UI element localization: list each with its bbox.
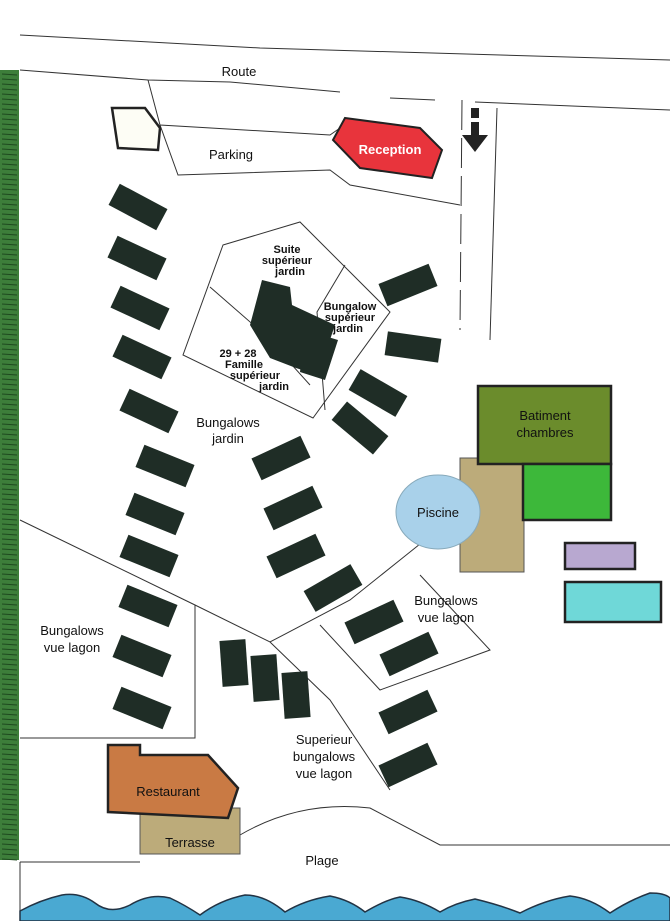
- piscine-label: Piscine: [417, 505, 459, 520]
- bungalow: [378, 263, 438, 307]
- superieur-label: Superieur bungalows vue lagon: [293, 732, 356, 781]
- bungalow: [384, 331, 442, 363]
- svg-text:Suite: Suite: [274, 244, 301, 256]
- route-label: Route: [222, 64, 257, 79]
- svg-text:bungalows: bungalows: [293, 749, 356, 764]
- entrance-arrow-icon: [462, 108, 488, 152]
- svg-text:supérieur: supérieur: [262, 255, 313, 267]
- bungalows-vue-lagon-right-label: Bungalows vue lagon: [414, 593, 478, 625]
- restaurant-label: Restaurant: [136, 784, 200, 799]
- batiment-label: Batiment chambres: [516, 408, 574, 440]
- bungalow: [331, 401, 389, 455]
- bungalow: [378, 742, 438, 788]
- svg-text:jardin: jardin: [258, 381, 289, 393]
- suite-bungalow-cluster: [250, 280, 338, 380]
- svg-text:Bungalows: Bungalows: [40, 623, 104, 638]
- batiment-chambres-building: [476, 384, 613, 466]
- svg-text:Bungalows: Bungalows: [196, 415, 260, 430]
- bungalow: [219, 639, 249, 687]
- bungalow: [119, 534, 179, 578]
- bungalow: [348, 369, 408, 417]
- reception-label: Reception: [359, 142, 422, 157]
- bungalows-vue-lagon-left-label: Bungalows vue lagon: [40, 623, 104, 655]
- svg-text:Bungalows: Bungalows: [414, 593, 478, 608]
- famille-label: 29 + 28 Famille supérieur jardin: [219, 348, 289, 393]
- bungalow: [263, 485, 323, 531]
- svg-text:vue lagon: vue lagon: [44, 640, 100, 655]
- hedge-stripe: [0, 70, 19, 861]
- cyan-building: [563, 580, 663, 624]
- bungalow: [112, 334, 172, 380]
- terrasse-label: Terrasse: [165, 835, 215, 850]
- bungalow: [112, 634, 172, 678]
- chambres-annex-building: [521, 462, 613, 522]
- svg-text:jardin: jardin: [332, 323, 363, 335]
- bungalow: [119, 388, 179, 434]
- bungalows: [107, 183, 442, 788]
- reception-building: [331, 116, 444, 180]
- bungalow: [250, 654, 280, 702]
- svg-text:Bungalow: Bungalow: [324, 301, 377, 313]
- parking-label: Parking: [209, 147, 253, 162]
- svg-text:vue lagon: vue lagon: [296, 766, 352, 781]
- bungalow: [107, 235, 167, 281]
- sea: [19, 892, 670, 921]
- restaurant-building: [106, 743, 240, 820]
- svg-text:Batiment: Batiment: [519, 408, 571, 423]
- bungalows-jardin-label: Bungalows jardin: [196, 415, 260, 446]
- bungalow: [110, 285, 170, 331]
- bungalow: [112, 686, 172, 730]
- bungalow: [378, 689, 438, 735]
- parking-building: [110, 106, 162, 152]
- bungalow: [303, 564, 363, 612]
- svg-text:jardin: jardin: [211, 431, 244, 446]
- svg-text:supérieur: supérieur: [325, 312, 376, 324]
- road-lines: [19, 34, 670, 921]
- bungalow: [118, 584, 178, 628]
- bungalow: [266, 533, 326, 579]
- svg-text:Superieur: Superieur: [296, 732, 353, 747]
- svg-text:supérieur: supérieur: [230, 370, 281, 382]
- svg-text:Famille: Famille: [225, 359, 263, 371]
- svg-text:jardin: jardin: [274, 266, 305, 278]
- suite-label: Suite supérieur jardin: [262, 244, 313, 278]
- bungalow: [281, 671, 311, 719]
- purple-building: [563, 541, 637, 571]
- plage-label: Plage: [305, 853, 338, 868]
- bungalow: [108, 183, 168, 231]
- bungalow: [135, 444, 195, 488]
- svg-text:29 + 28: 29 + 28: [219, 348, 256, 360]
- bungalow: [251, 435, 311, 481]
- bungalow-superieur-label: Bungalow supérieur jardin: [324, 301, 377, 335]
- bungalow: [125, 492, 185, 536]
- piscine-pool: [395, 474, 481, 550]
- bungalow: [379, 631, 439, 677]
- svg-text:vue lagon: vue lagon: [418, 610, 474, 625]
- bungalow: [344, 599, 404, 645]
- svg-text:chambres: chambres: [516, 425, 574, 440]
